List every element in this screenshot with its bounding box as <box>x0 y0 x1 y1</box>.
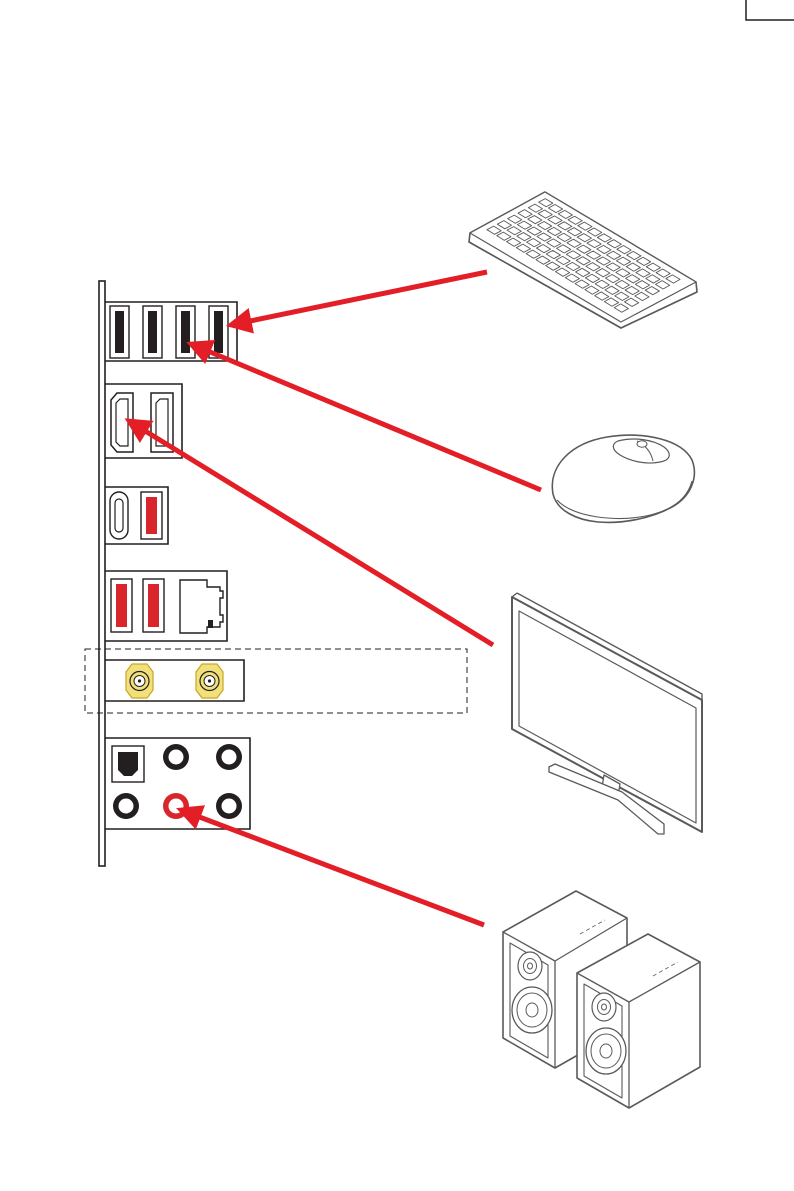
arrow-speakers-to-line-out <box>181 810 484 925</box>
mouse-icon <box>552 435 694 522</box>
keyboard-icon <box>469 192 697 328</box>
usb-port-group-top <box>105 302 237 361</box>
usb-c-port <box>110 492 128 539</box>
usb-c-port-group <box>105 487 168 544</box>
monitor-icon <box>512 593 702 834</box>
line-out-audio-jack <box>163 793 189 819</box>
usb-lan-port-group <box>105 571 227 641</box>
audio-jack-2 <box>216 744 242 770</box>
optical-spdif-port <box>112 746 144 782</box>
usb-a-port-red-1 <box>141 492 162 539</box>
io-shield-edge <box>99 281 105 866</box>
audio-jack-1 <box>163 744 189 770</box>
speakers-icon <box>503 891 700 1108</box>
audio-port-group <box>105 738 250 829</box>
page-corner-mark <box>746 0 794 20</box>
usb-a-port-2 <box>143 306 162 358</box>
usb-a-port-red-2 <box>111 579 132 632</box>
wifi-antenna-connector-1 <box>126 664 153 698</box>
arrow-mouse-to-usb <box>191 344 541 490</box>
audio-jack-3 <box>113 793 139 819</box>
arrow-keyboard-to-usb <box>231 272 487 325</box>
usb-a-port-1 <box>110 306 129 358</box>
usb-a-port-red-3 <box>143 579 164 632</box>
wifi-antenna-group <box>85 649 467 713</box>
audio-jack-4 <box>216 793 242 819</box>
rj45-lan-port <box>180 580 223 633</box>
usb-a-port-3 <box>176 306 195 358</box>
wifi-antenna-connector-2 <box>196 664 223 698</box>
rear-io-panel <box>85 281 467 866</box>
